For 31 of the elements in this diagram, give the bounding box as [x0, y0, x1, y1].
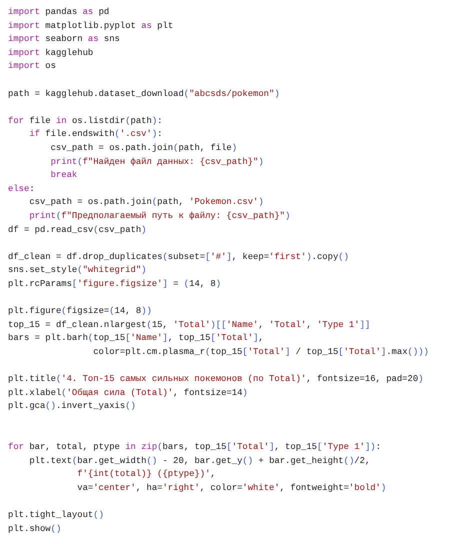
code-line: for bar, total, ptype in zip(bars, top_15['Total'], top_15['Type 1']):: [8, 442, 381, 454]
code-line: csv_path = os.path.join(path, file): [50, 143, 238, 154]
code-line: df_clean = df.drop_duplicates(subset=['#'], keep='first').copy(): [8, 252, 349, 263]
code-line: plt.figure(figsize=(14, 8)): [8, 306, 152, 318]
code-line: top_15 = df_clean.nlargest(15, 'Total')[['Name', 'Total', 'Type 1']]: [8, 320, 370, 331]
code-line: import kagglehub: [8, 48, 94, 59]
code-line: plt.tight_layout(): [8, 510, 104, 522]
code-line: plt.show(): [8, 524, 62, 535]
code-line: f'{int(total)} ({ptype})',: [76, 469, 216, 480]
code-line: for file in os.listdir(path):: [8, 116, 162, 127]
code-line: plt.text(bar.get_width() - 20, bar.get_y() + bar.get_height()/2,: [28, 456, 370, 467]
code-line: print(f"Найден файл данных: {csv_path}"): [50, 156, 264, 168]
code-line: sns.set_style("whitegrid"): [8, 265, 146, 276]
code-line: va='center', ha='right', color='white', fontweight='bold'): [76, 483, 386, 494]
code-line: color=plt.cm.plasma_r(top_15['Total'] / top_15['Total'].max())): [92, 347, 429, 358]
code-line: plt.title('4. Топ-15 самых сильных покемонов (по Total)', fontsize=16, pad=20): [8, 374, 424, 386]
code-line: csv_path = os.path.join(path, 'Pokemon.csv'): [28, 197, 264, 208]
code-line: import matplotlib.pyplot as plt: [8, 20, 174, 32]
code-line: plt.rcParams['figure.figsize'] = (14, 8): [8, 279, 222, 290]
code-line: plt.gca().invert_yaxis(): [8, 401, 136, 412]
code-line: bars = plt.barh(top_15['Name'], top_15['Total'],: [8, 333, 264, 344]
code-line: print(f"Предполагаемый путь к файлу: {csv_path}"): [28, 211, 290, 222]
code-line: break: [50, 170, 78, 182]
code-line: else:: [8, 184, 35, 195]
code-line: import pandas as pd: [8, 7, 110, 18]
code-line: plt.xlabel('Общая сила (Total)', fontsize=14): [8, 388, 248, 399]
code-line: import seaborn as sns: [8, 34, 120, 46]
code-line: import os: [8, 61, 56, 72]
code-line: df = pd.read_csv(csv_path): [8, 224, 146, 236]
code-line: if file.endswith('.csv'):: [28, 129, 162, 140]
code-line: path = kagglehub.dataset_download("abcsds/pokemon"): [8, 88, 280, 100]
